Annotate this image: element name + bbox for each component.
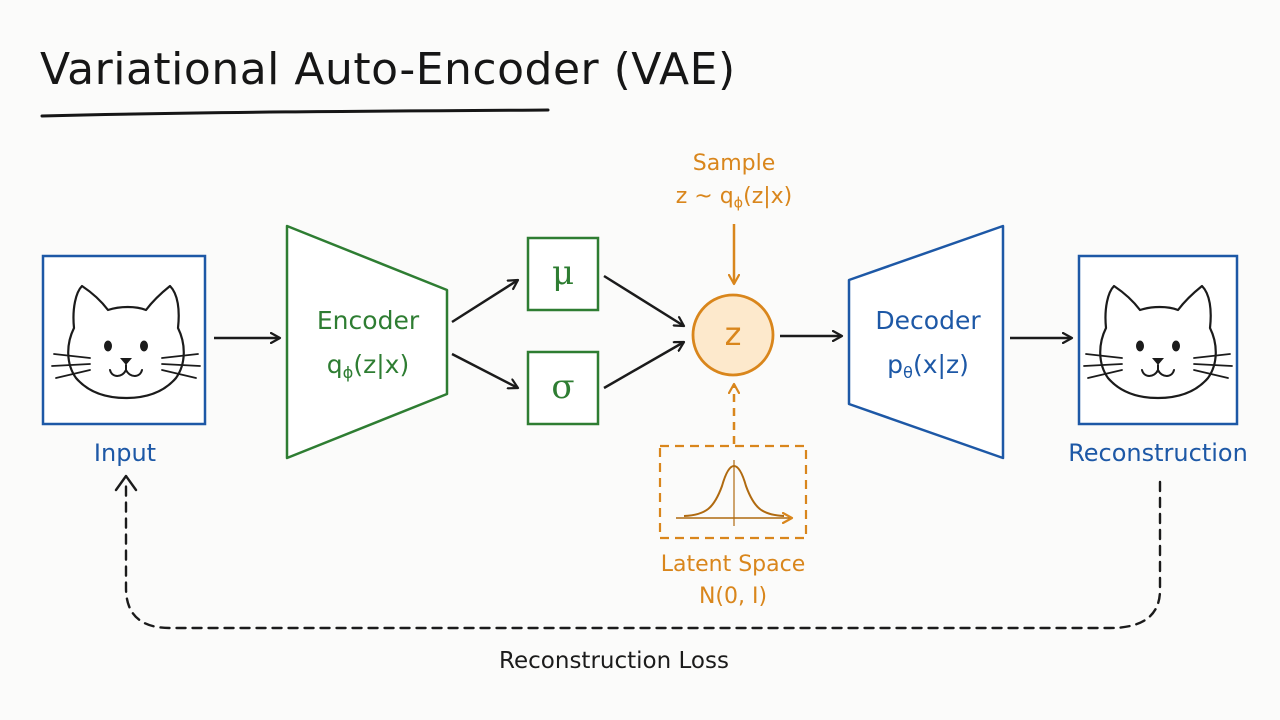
decoder-block <box>847 224 1005 460</box>
sigma-symbol: σ <box>551 367 575 407</box>
z-symbol: z <box>724 315 742 353</box>
input-label: Input <box>93 439 157 467</box>
latent-space-formula: N(0, I) <box>698 584 768 609</box>
arrow-mu-to-z <box>603 274 684 326</box>
mu-box <box>526 236 600 312</box>
title-underline <box>40 108 550 118</box>
input-image <box>41 254 207 426</box>
latent-space-label: Latent Space <box>660 552 806 577</box>
reconstruction-label: Reconstruction <box>1068 439 1248 467</box>
arrow-sigma-to-z <box>603 342 684 390</box>
reconstruction-loss-loop <box>124 478 1162 630</box>
sample-formula: z ~ qϕ(z|x) <box>675 184 793 212</box>
encoder-formula: qϕ(z|x) <box>326 350 410 382</box>
arrow-encoder-to-sigma <box>451 352 518 388</box>
encoder-label: Encoder <box>316 306 420 335</box>
arrow-encoder-to-mu <box>451 280 518 324</box>
encoder-block <box>285 224 449 460</box>
sigma-box <box>526 350 600 426</box>
mu-symbol: μ <box>551 253 575 293</box>
gaussian-curve <box>683 464 785 517</box>
reconstruction-image <box>1077 254 1239 426</box>
decoder-label: Decoder <box>875 306 981 335</box>
page-title: Variational Auto-Encoder (VAE) <box>40 44 736 95</box>
z-node <box>691 293 775 377</box>
loss-arrowhead <box>114 474 138 492</box>
reconstruction-loss-label: Reconstruction Loss <box>499 648 729 674</box>
latent-space-box <box>658 444 808 540</box>
sample-label: Sample <box>692 151 776 176</box>
decoder-formula: pθ(x|z) <box>887 350 969 382</box>
